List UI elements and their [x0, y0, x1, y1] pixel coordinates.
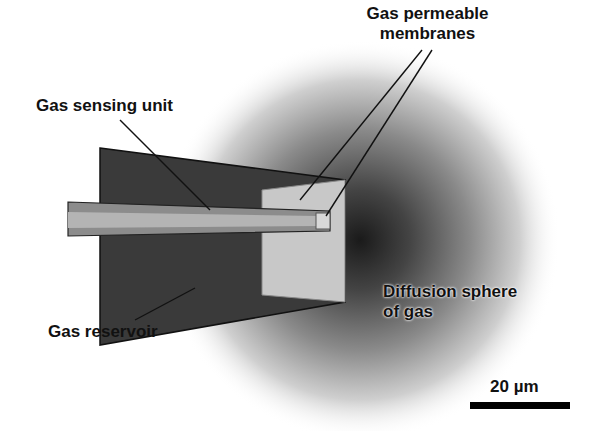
reservoir-label: Gas reservoir: [48, 322, 208, 342]
sphere-label: Diffusion sphere of gas: [383, 282, 533, 321]
leader-line: [300, 50, 422, 200]
reservoir-housing: [100, 148, 345, 345]
sensing-unit-label: Gas sensing unit: [36, 96, 236, 116]
permeable-membrane: [262, 180, 345, 302]
sensing-capillary: [68, 202, 330, 236]
leader-line: [326, 50, 432, 216]
tip-membrane: [316, 213, 330, 229]
scale-label: 20 µm: [490, 377, 590, 397]
capillary-core: [68, 212, 318, 228]
leader-line: [135, 288, 195, 320]
scale-bar: [470, 402, 570, 409]
leader-line: [120, 120, 210, 210]
membrane-label: Gas permeable membranes: [340, 4, 515, 43]
